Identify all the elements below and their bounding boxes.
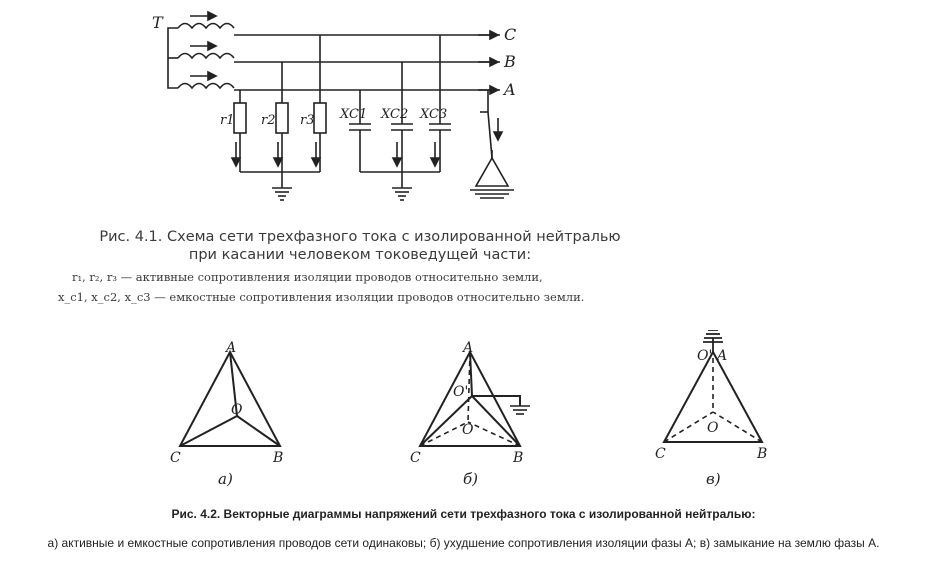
diagram-c-caption: в) <box>706 470 721 488</box>
diagram-a-label-o: O <box>231 402 243 418</box>
figure-4-2-description: а) активные и емкостные сопротивления пр… <box>47 536 880 550</box>
phase-label-a: A <box>502 80 516 99</box>
transformer-label: T <box>152 13 164 32</box>
three-phase-network-schematic: T C B A r1 r2 r3 XC1 XC2 XC3 <box>152 10 516 201</box>
diagram-b-label-a: A <box>461 340 473 356</box>
figure-4-1-caption: Рис. 4.1. Схема сети трехфазного тока с … <box>60 228 660 264</box>
vector-diagram-b <box>418 349 522 447</box>
vector-diagrams: A C B O а) A C B O' O б) O' A <box>170 330 767 488</box>
diagram-a-caption: а) <box>218 470 233 488</box>
diagram-b-label-b: B <box>512 450 523 466</box>
diagram-c-label-c: C <box>655 446 666 462</box>
diagram-b-label-c: C <box>410 450 421 466</box>
resistor-label-r1: r1 <box>220 113 235 128</box>
vector-diagram-a <box>178 349 282 447</box>
diagram-c-label-b: B <box>756 446 767 462</box>
diagram-c-label-o: O <box>707 420 719 436</box>
diagram-c-label-o-prime: O' <box>697 348 712 364</box>
diagram-c-label-a: A <box>715 348 727 364</box>
diagram-b-label-o: O <box>462 422 474 438</box>
phase-label-b: B <box>503 52 516 71</box>
capacitor-label-xc3: XC3 <box>419 107 447 122</box>
diagram-b-caption: б) <box>463 470 478 488</box>
vector-diagram-c <box>662 349 764 443</box>
legend-capacitance: x_c1, x_c2, x_c3 — емкостные сопротивлен… <box>58 290 585 304</box>
diagram-a-label-a: A <box>224 340 236 356</box>
diagram-a-label-c: C <box>170 450 181 466</box>
capacitor-label-xc1: XC1 <box>339 107 367 122</box>
diagram-b-label-o-prime: O' <box>453 384 468 400</box>
diagram-a-label-b: B <box>272 450 283 466</box>
resistor-label-r2: r2 <box>261 113 276 128</box>
resistor-label-r3: r3 <box>300 113 315 128</box>
capacitor-label-xc2: XC2 <box>380 107 408 122</box>
legend-resistance: r₁, r₂, r₃ — активные сопротивления изол… <box>72 270 543 284</box>
caption-line-2: при касании человеком токоведущей части: <box>188 247 532 263</box>
caption-line-1: Рис. 4.1. Схема сети трехфазного тока с … <box>99 229 621 245</box>
figure-4-2-title: Рис. 4.2. Векторные диаграммы напряжений… <box>171 507 756 521</box>
phase-label-c: C <box>504 25 516 44</box>
